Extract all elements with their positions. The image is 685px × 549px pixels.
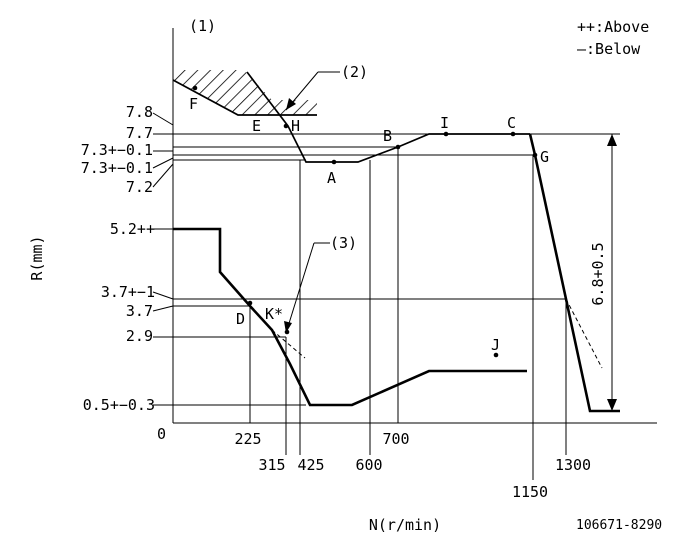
point-c-marker (510, 131, 516, 137)
callout-2: (2) (285, 63, 368, 111)
x-tick-700: 700 (382, 430, 409, 448)
y-tick-labels: 7.8 7.7 7.3+−0.1 7.3+−0.1 7.2 5.2++ 3.7+… (81, 103, 155, 414)
y-tick-7-3-a: 7.3+−0.1 (81, 141, 153, 159)
callout-3: (3) (284, 234, 357, 334)
y-tick-2-9: 2.9 (126, 327, 153, 345)
y-tick-7-8: 7.8 (126, 103, 153, 121)
vertical-reference-lines (249, 147, 567, 480)
axes (172, 28, 657, 424)
point-e-label: E (252, 117, 261, 135)
point-a-label: A (327, 169, 336, 187)
point-a-marker (331, 159, 337, 165)
point-d-label: D (236, 310, 245, 328)
point-f-label: F (189, 95, 198, 113)
point-b-label: B (383, 127, 392, 145)
point-i-label: I (440, 114, 449, 132)
dimension-annotation: 6.8+0.5 (589, 134, 620, 412)
x-tick-600: 600 (355, 456, 382, 474)
y-tick-3-7-pm1: 3.7+−1 (101, 283, 155, 301)
point-b-marker (395, 144, 401, 150)
x-tick-1150: 1150 (512, 483, 548, 501)
callout-3-label: (3) (330, 234, 357, 252)
x-axis-label: N(r/min) (369, 516, 441, 534)
legend-above: ++:Above (577, 18, 649, 36)
y-tick-leaders (152, 112, 174, 406)
lower-characteristic-curve (173, 227, 603, 407)
stop-region (172, 70, 317, 116)
point-markers (192, 85, 538, 358)
x-tick-315: 315 (258, 456, 285, 474)
point-k-label: K* (265, 305, 283, 323)
x-tick-labels: 225 315 425 600 700 1150 1300 (234, 430, 591, 501)
x-tick-425: 425 (297, 456, 324, 474)
point-j-label: J (491, 336, 500, 354)
callout-2-label: (2) (341, 63, 368, 81)
origin-label: 0 (157, 425, 166, 443)
point-labels: A B C D E F G H I J K* (189, 95, 549, 354)
x-tick-1300: 1300 (555, 456, 591, 474)
y-tick-7-2: 7.2 (126, 178, 153, 196)
point-f-marker (192, 85, 198, 91)
y-tick-5-2: 5.2++ (110, 220, 155, 238)
ref-1-label: (1) (189, 17, 216, 35)
point-g-label: G (540, 148, 549, 166)
x-tick-225: 225 (234, 430, 261, 448)
horizontal-reference-lines (173, 133, 620, 406)
drawing-number: 106671-8290 (576, 518, 662, 533)
point-i-marker (443, 131, 449, 137)
point-g-marker (532, 152, 538, 158)
y-tick-3-7: 3.7 (126, 302, 153, 320)
dimension-label: 6.8+0.5 (589, 242, 607, 305)
point-k-marker (284, 329, 290, 335)
legend-below: —:Below (577, 40, 641, 58)
point-h-label: H (291, 117, 300, 135)
point-d-marker (247, 300, 253, 306)
point-c-label: C (507, 114, 516, 132)
point-j-marker (493, 352, 499, 358)
point-h-marker (283, 123, 289, 129)
y-tick-0-5: 0.5+−0.3 (83, 396, 155, 414)
y-tick-7-3-b: 7.3+−0.1 (81, 159, 153, 177)
y-axis-label: R(mm) (28, 235, 46, 280)
y-tick-7-7: 7.7 (126, 124, 153, 142)
upper-characteristic-curve (246, 71, 620, 413)
